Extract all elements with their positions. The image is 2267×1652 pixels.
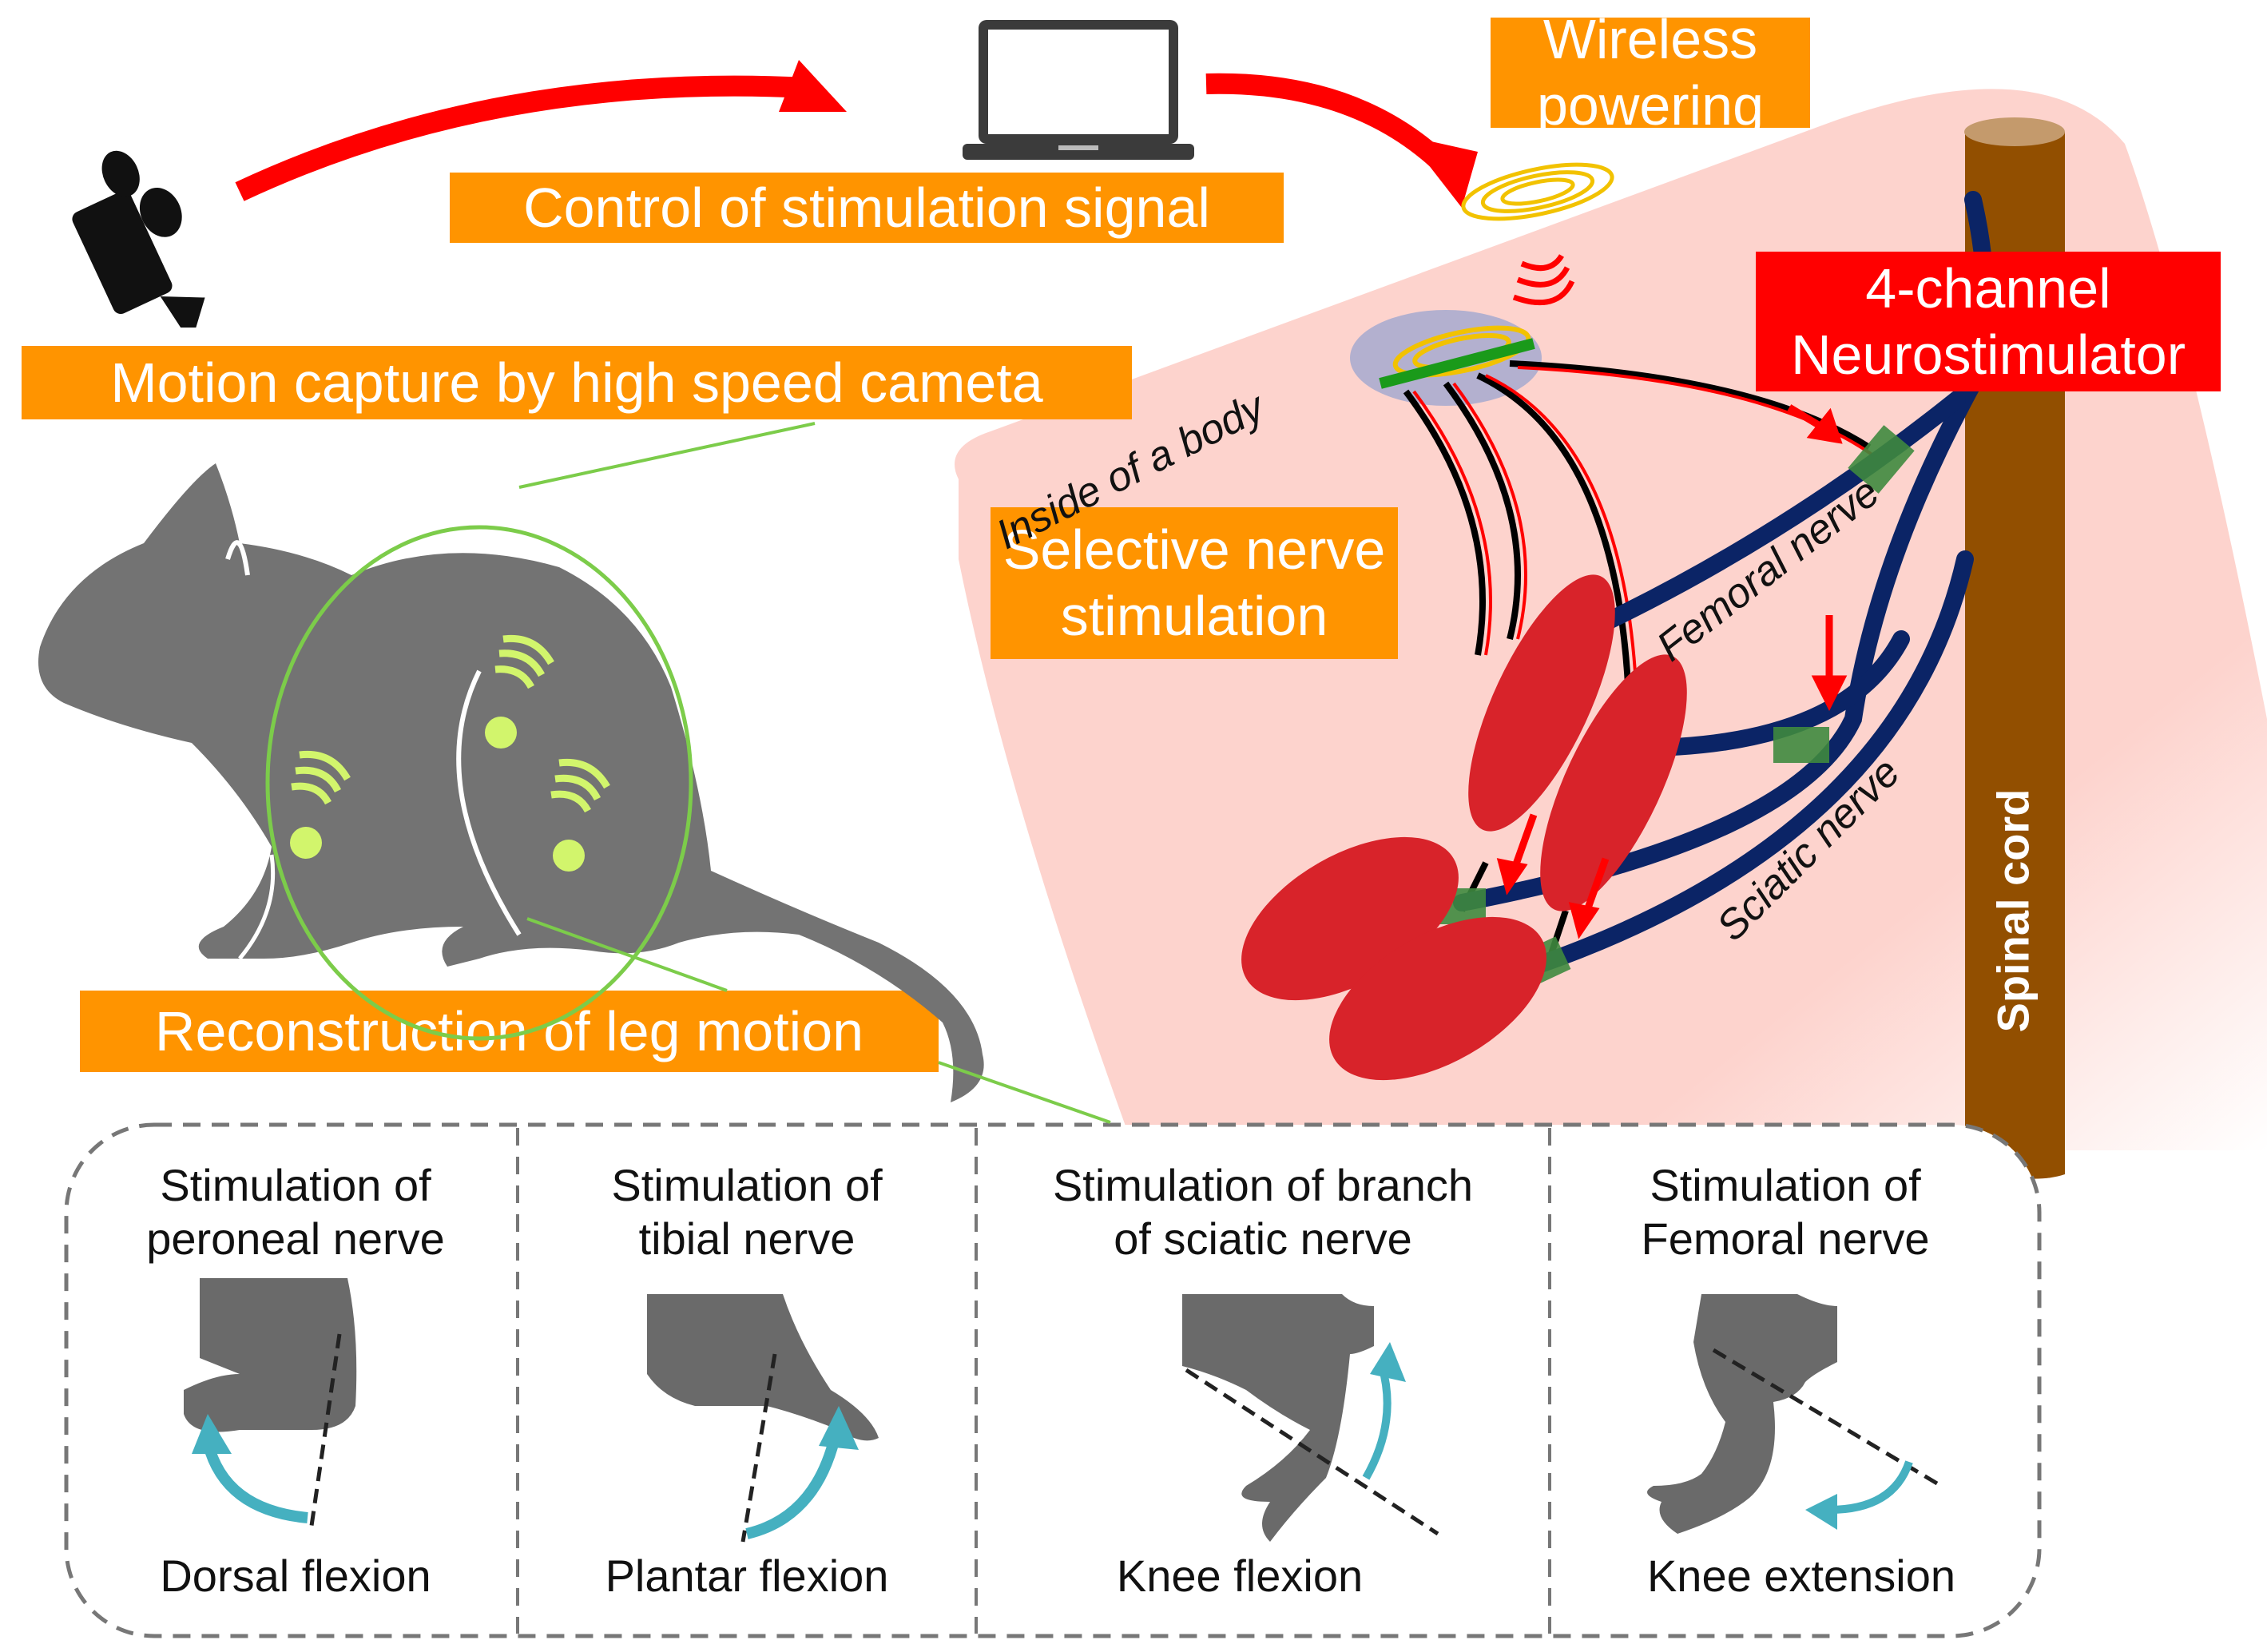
selective-stimulation-label: Selective nerve stimulation	[991, 507, 1398, 659]
knee-flexion-illustration	[1182, 1294, 1439, 1542]
selective-line2: stimulation	[1060, 585, 1328, 647]
panel-2-title: Stimulation of tibial nerve	[611, 1160, 883, 1265]
reconstruction-label: Reconstruction of leg motion	[80, 991, 939, 1072]
motion-capture-label: Motion capture by high speed cameta	[22, 346, 1132, 419]
neurostimulator-label: 4-channel Neurostimulator	[1756, 252, 2221, 391]
neurostim-line1: 4-channel	[1865, 256, 2111, 320]
neurostim-line2: Neurostimulator	[1790, 323, 2186, 386]
panel-3-caption: Knee flexion	[1116, 1551, 1364, 1601]
muscle-4	[1329, 916, 1546, 1081]
panels-frame	[64, 1122, 2042, 1638]
wireless-line1: Wireless	[1542, 8, 1758, 71]
motion-markers	[290, 717, 585, 872]
camera-to-laptop-arrow	[235, 75, 808, 201]
wireless-signal-icon	[1512, 253, 1575, 306]
knee-extension-illustration	[1647, 1294, 1943, 1534]
muscle-1	[1468, 574, 1615, 832]
wireless-powering-label: Wireless powering	[1491, 8, 1810, 137]
wireless-line2: powering	[1536, 74, 1765, 137]
muscle-2	[1540, 654, 1687, 911]
external-coil-icon	[1461, 162, 1614, 221]
muscle-3	[1241, 836, 1459, 1001]
dorsal-flexion-illustration	[184, 1278, 357, 1527]
muscle-group	[1241, 574, 1687, 1081]
panel-4-caption: Knee extension	[1646, 1551, 1956, 1601]
reconstruction-text: Reconstruction of leg motion	[154, 999, 864, 1062]
marker-hip	[485, 717, 517, 749]
capture-region-circle	[265, 525, 693, 1041]
motion-capture-text: Motion capture by high speed cameta	[110, 351, 1043, 414]
panel-3-title: Stimulation of branch of sciatic nerve	[1052, 1160, 1474, 1265]
camera-to-laptop-arrowhead	[779, 60, 847, 112]
control-signal-text: Control of stimulation signal	[523, 176, 1210, 239]
panel-1-caption: Dorsal flexion	[160, 1551, 431, 1601]
movie-camera-icon	[72, 150, 205, 328]
control-signal-label: Control of stimulation signal	[450, 173, 1284, 243]
rat-silhouette	[38, 463, 984, 1102]
marker-knee	[553, 840, 585, 872]
panel-1-title: Stimulation of peroneal nerve	[146, 1160, 445, 1265]
marker-ankle-front	[290, 827, 322, 859]
selective-line1: Selective nerve	[1002, 518, 1386, 582]
laptop-to-coil-arrowhead	[1406, 136, 1478, 208]
panel-2-caption: Plantar flexion	[605, 1551, 889, 1601]
marker-waves	[291, 634, 610, 813]
panel-4-title: Stimulation of Femoral nerve	[1641, 1160, 1930, 1265]
plantar-flexion-illustration	[647, 1294, 879, 1543]
laptop-icon	[963, 20, 1194, 160]
